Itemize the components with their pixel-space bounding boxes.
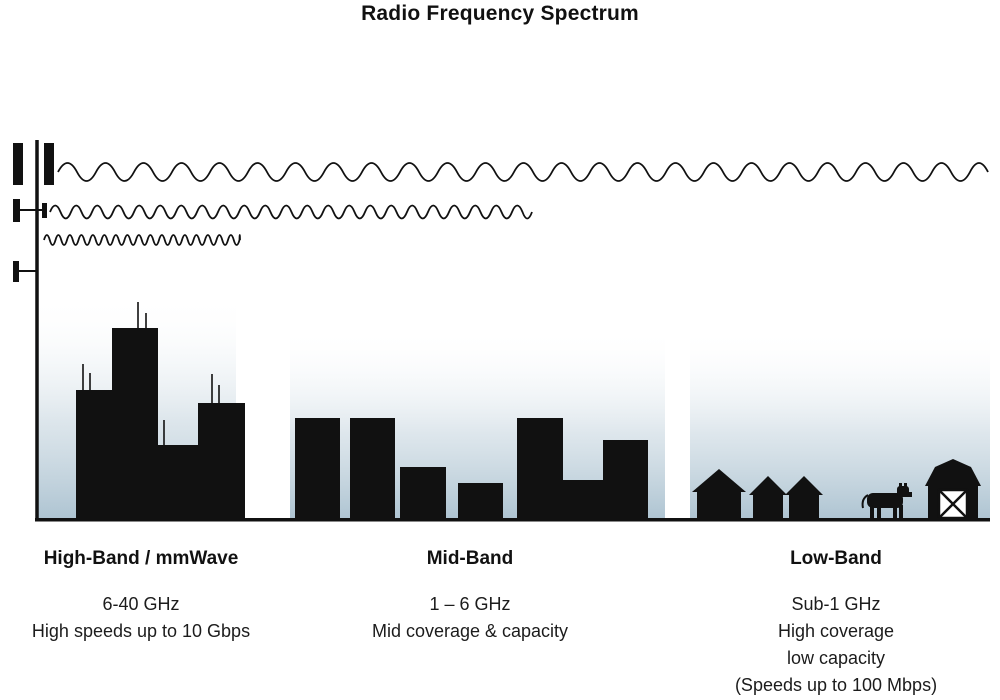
barn-icon [925,459,981,520]
building-silhouette [603,440,648,520]
cell-tower-icon [13,140,54,519]
band-title-low: Low-Band [790,548,882,569]
wave-high-band-icon [43,234,241,246]
band-freq-mid: 1 – 6 GHz [429,594,511,614]
band-desc-mid: Mid coverage & capacity [371,621,569,641]
building-silhouette [517,418,563,520]
midsize-buildings [295,418,648,520]
building-silhouette [295,418,340,520]
house-icon [749,476,787,520]
band-freq-high: 6-40 GHz [102,594,180,614]
band-section-high: High-Band / mmWave 6-40 GHz High speeds … [16,548,266,645]
band-desc-low-3: (Speeds up to 100 Mbps) [734,675,938,695]
band-section-low: Low-Band Sub-1 GHz High coverage low cap… [711,548,961,699]
building-silhouette [458,483,503,520]
band-title-high: High-Band / mmWave [43,548,239,569]
ground-baseline [35,518,990,522]
band-desc-low-1: High coverage [777,621,895,641]
building-silhouette [350,418,395,520]
city-skyline [76,302,245,520]
building-silhouette [76,390,112,520]
wave-mid-band-icon [49,204,533,220]
building-silhouette [158,445,198,520]
building-silhouette [112,328,158,520]
band-section-mid: Mid-Band 1 – 6 GHz Mid coverage & capaci… [345,548,595,645]
rural-scene [692,459,981,520]
building-silhouette [400,467,446,520]
building-silhouette [198,403,245,520]
diagram-title: Radio Frequency Spectrum [361,2,639,25]
cow-icon [861,483,912,520]
band-desc-low-2: low capacity [786,648,886,668]
radio-waves [43,162,989,246]
band-freq-low: Sub-1 GHz [791,594,881,614]
house-icon [692,469,746,520]
band-title-mid: Mid-Band [426,548,514,569]
wave-low-band-icon [57,162,989,182]
building-silhouette [561,480,605,520]
house-icon [785,476,823,520]
band-desc-high: High speeds up to 10 Gbps [31,621,251,641]
